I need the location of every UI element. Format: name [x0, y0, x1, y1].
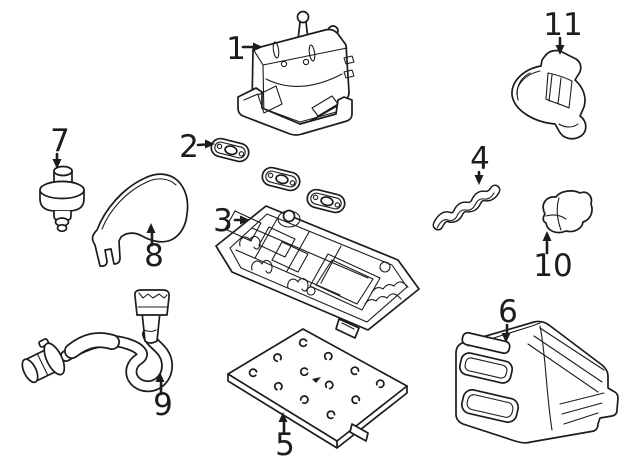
screw-hole-marks	[248, 338, 385, 420]
callout-1[interactable]: 1	[226, 31, 263, 67]
callout-11[interactable]: 11	[543, 7, 583, 55]
callout-6[interactable]: 6	[498, 294, 518, 343]
part-1-drawing	[237, 10, 355, 136]
part-4-drawing	[432, 184, 501, 231]
callout-2[interactable]: 2	[179, 129, 215, 165]
callout-3-number[interactable]: 3	[213, 203, 233, 239]
callout-5-number[interactable]: 5	[275, 427, 295, 463]
callout-8-number[interactable]: 8	[144, 238, 164, 274]
part-5-drawing	[227, 328, 408, 449]
part-2-drawing	[210, 137, 346, 214]
part-10-drawing	[542, 190, 593, 234]
callout-2-number[interactable]: 2	[179, 129, 199, 165]
part-11-drawing	[511, 49, 587, 140]
part-9-drawing	[21, 289, 173, 393]
callout-10-number[interactable]: 10	[533, 248, 572, 284]
callout-7-number[interactable]: 7	[50, 123, 70, 159]
callout-1-number[interactable]: 1	[226, 31, 246, 67]
callout-7[interactable]: 7	[50, 123, 70, 169]
callout-5[interactable]: 5	[275, 412, 295, 463]
callout-6-number[interactable]: 6	[498, 294, 518, 330]
callout-8[interactable]: 8	[144, 223, 164, 274]
callout-2-arrow	[196, 143, 208, 147]
callout-9-number[interactable]: 9	[153, 387, 173, 423]
callout-9[interactable]: 9	[153, 372, 173, 423]
part-8-drawing	[91, 173, 189, 267]
part-7-drawing	[39, 165, 85, 233]
callout-3[interactable]: 3	[213, 203, 250, 239]
part-3-drawing	[215, 205, 420, 339]
callout-4[interactable]: 4	[470, 141, 490, 185]
callout-10[interactable]: 10	[533, 231, 573, 284]
callout-11-number[interactable]: 11	[543, 7, 582, 43]
callout-4-number[interactable]: 4	[470, 141, 490, 177]
part-6-drawing	[455, 320, 619, 444]
